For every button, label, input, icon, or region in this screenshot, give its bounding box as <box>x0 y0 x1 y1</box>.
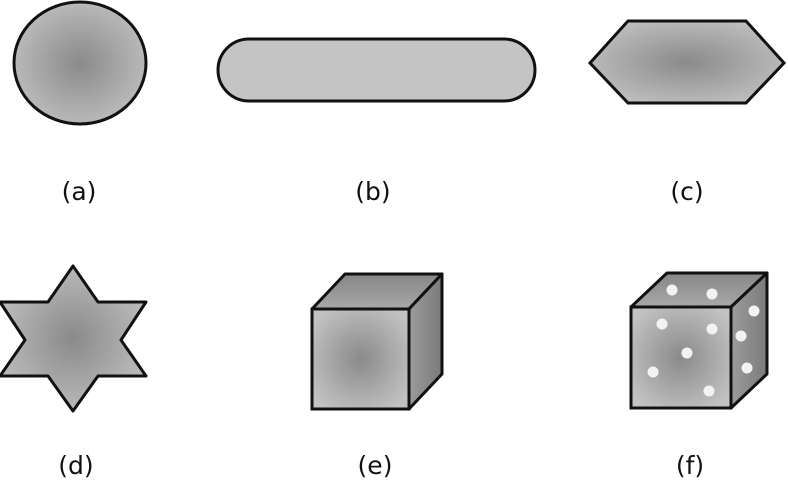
circle-shape <box>12 0 148 126</box>
label-d: (d) <box>58 451 94 480</box>
dot <box>681 347 693 359</box>
dot <box>647 366 659 378</box>
dot <box>666 284 678 296</box>
dot <box>748 305 760 317</box>
dot <box>706 323 718 335</box>
dot <box>706 288 718 300</box>
rounded-bar-shape <box>216 37 537 103</box>
cube-dots <box>647 284 760 397</box>
dotted-cube-shape <box>629 271 769 410</box>
dot <box>656 318 668 330</box>
label-b: (b) <box>355 177 391 206</box>
label-a: (a) <box>61 177 97 206</box>
hexagon-shape <box>587 19 787 105</box>
dot <box>703 385 715 397</box>
dot <box>741 362 753 374</box>
dot <box>735 330 747 342</box>
label-e: (e) <box>357 451 393 480</box>
dotted-cube-front-face <box>629 305 733 410</box>
label-f: (f) <box>675 451 705 480</box>
cube-shape <box>310 272 444 411</box>
star-shape <box>0 264 148 413</box>
cube-front-face <box>310 307 411 411</box>
label-c: (c) <box>670 177 704 206</box>
